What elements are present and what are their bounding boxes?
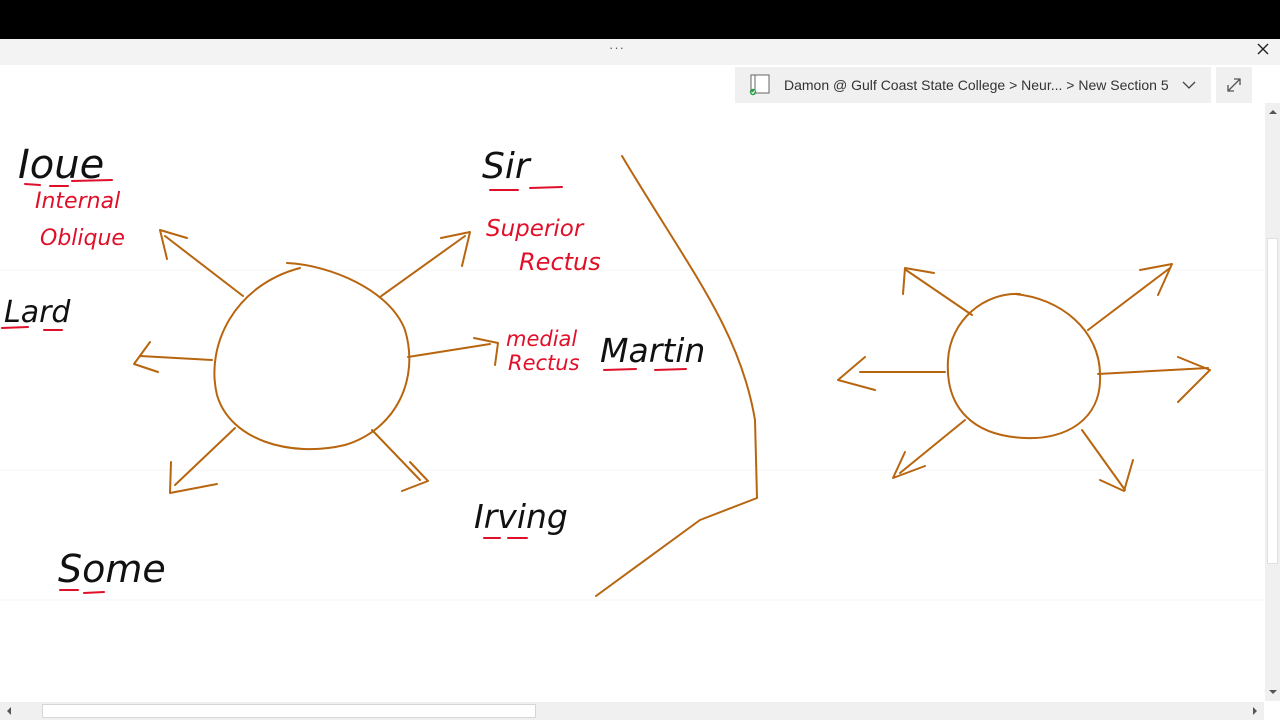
right-arrow-lower-left — [892, 419, 966, 479]
note-oblique: Oblique — [40, 226, 125, 251]
horizontal-scrollbar[interactable] — [0, 702, 1264, 720]
notebook-icon — [747, 73, 773, 97]
notebook-location-bar[interactable]: Damon @ Gulf Coast State College > Neur.… — [735, 67, 1211, 103]
chevron-down-icon[interactable] — [1181, 77, 1197, 93]
note-sir: Sir — [482, 146, 532, 187]
note-medial: medial — [506, 327, 577, 351]
left-arrow-right — [407, 337, 499, 366]
note-some: Some — [58, 547, 166, 591]
right-arrow-right — [1097, 356, 1211, 403]
top-black-bar — [0, 0, 1280, 39]
vertical-scroll-thumb[interactable] — [1267, 238, 1278, 564]
more-options-button[interactable]: ··· — [609, 40, 625, 55]
red-notes: Internal Oblique Superior Rectus medial … — [35, 189, 601, 375]
scroll-up-arrow-icon[interactable] — [1266, 105, 1280, 119]
note-superior: Superior — [486, 216, 585, 242]
title-bar — [0, 39, 1280, 65]
right-arrow-upper-left — [902, 267, 973, 316]
scroll-right-arrow-icon[interactable] — [1248, 704, 1262, 718]
scroll-left-arrow-icon[interactable] — [2, 704, 16, 718]
scroll-down-arrow-icon[interactable] — [1266, 685, 1280, 699]
close-icon — [1257, 43, 1269, 55]
right-eye-diagram — [837, 263, 1211, 492]
notebook-breadcrumb: Damon @ Gulf Coast State College > Neur.… — [784, 77, 1169, 93]
horizontal-scroll-thumb[interactable] — [42, 704, 536, 718]
ink-canvas[interactable]: Ioue Sir Lard Martin Irving Some Interna… — [0, 103, 1264, 701]
note-martin: Martin — [600, 331, 705, 370]
left-arrow-upper-right — [379, 231, 471, 298]
note-rectus-2: Rectus — [508, 351, 580, 375]
right-arrow-upper-right — [1087, 263, 1173, 331]
left-arrow-upper-left — [159, 229, 244, 297]
left-arrow-lower-right — [371, 429, 429, 492]
expand-button[interactable] — [1216, 67, 1252, 103]
right-arrow-lower-right — [1081, 429, 1134, 492]
left-eye-circle — [213, 262, 411, 451]
left-eye-diagram — [133, 229, 499, 494]
right-eye-circle — [946, 292, 1102, 440]
note-internal: Internal — [35, 189, 120, 214]
left-arrow-lower-left — [169, 427, 236, 494]
close-button[interactable] — [1252, 40, 1274, 60]
expand-icon — [1227, 78, 1241, 92]
left-arrow-left — [133, 341, 213, 373]
note-lard: Lard — [4, 295, 71, 330]
right-arrow-left — [837, 356, 946, 391]
bracket-line — [595, 155, 758, 597]
note-rectus-1: Rectus — [519, 248, 601, 276]
black-notes: Ioue Sir Lard Martin Irving Some — [4, 142, 705, 591]
note-irving: Irving — [474, 497, 568, 536]
vertical-scrollbar[interactable] — [1265, 103, 1280, 701]
red-underlines — [1, 179, 687, 594]
